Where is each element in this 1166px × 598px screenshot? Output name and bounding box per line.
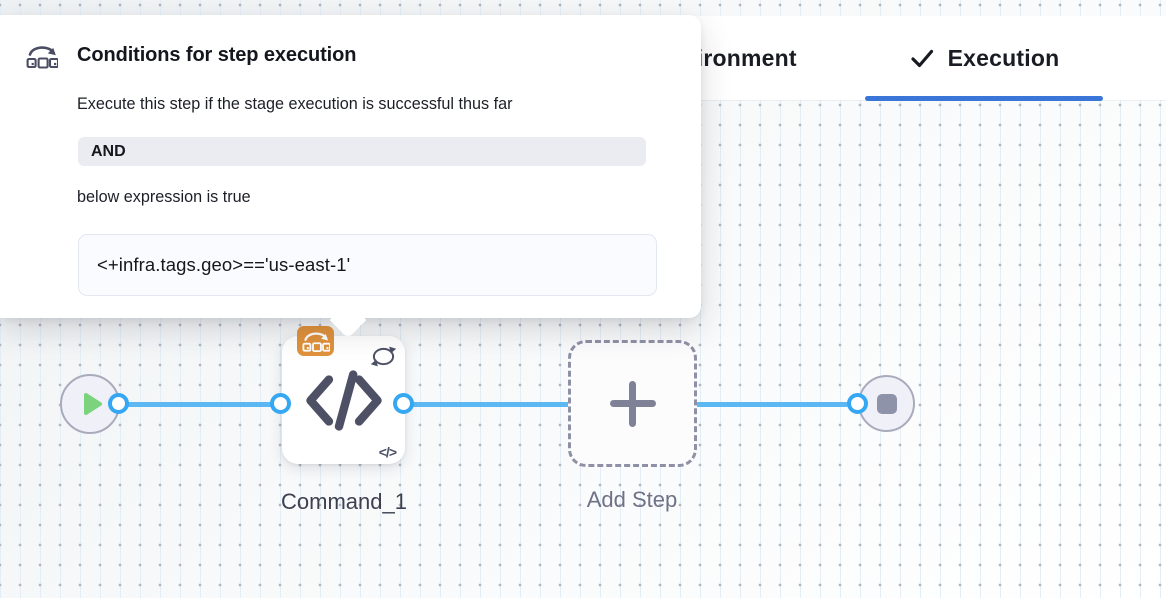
popover-title: Conditions for step execution: [77, 44, 357, 66]
connector-port: [847, 393, 868, 414]
connector-line: [119, 402, 282, 407]
add-step-node[interactable]: [568, 340, 697, 467]
conditions-popover: Conditions for step execution Execute th…: [0, 15, 701, 339]
conditional-execution-icon: [301, 332, 330, 352]
add-step-label: Add Step: [586, 487, 678, 512]
code-icon: [302, 369, 386, 436]
connector-line: [696, 402, 848, 407]
tab-execution-underline: [865, 96, 1103, 101]
code-icon-small: </>: [378, 444, 397, 460]
popover-description: Execute this step if the stage execution…: [77, 95, 513, 113]
loop-icon: [369, 344, 398, 374]
connector-port: [270, 393, 291, 414]
conditional-execution-badge: [297, 326, 334, 356]
plus-icon: [609, 380, 656, 427]
check-icon: [911, 49, 933, 68]
connector-line: [405, 402, 570, 407]
stop-icon: [876, 393, 897, 414]
play-icon: [83, 393, 102, 415]
tab-execution-label: Execution: [947, 44, 1060, 71]
tab-execution[interactable]: Execution: [865, 16, 1103, 101]
step-card-command[interactable]: </>: [282, 326, 405, 464]
expression-intro: below expression is true: [77, 188, 251, 206]
expression-box: <+infra.tags.geo>=='us-east-1': [78, 234, 657, 296]
step-label-command: Command_1: [281, 489, 407, 514]
conditional-execution-icon: [26, 43, 60, 75]
connector-port: [393, 393, 414, 414]
operator-chip: AND: [78, 137, 646, 166]
connector-port: [108, 393, 129, 414]
